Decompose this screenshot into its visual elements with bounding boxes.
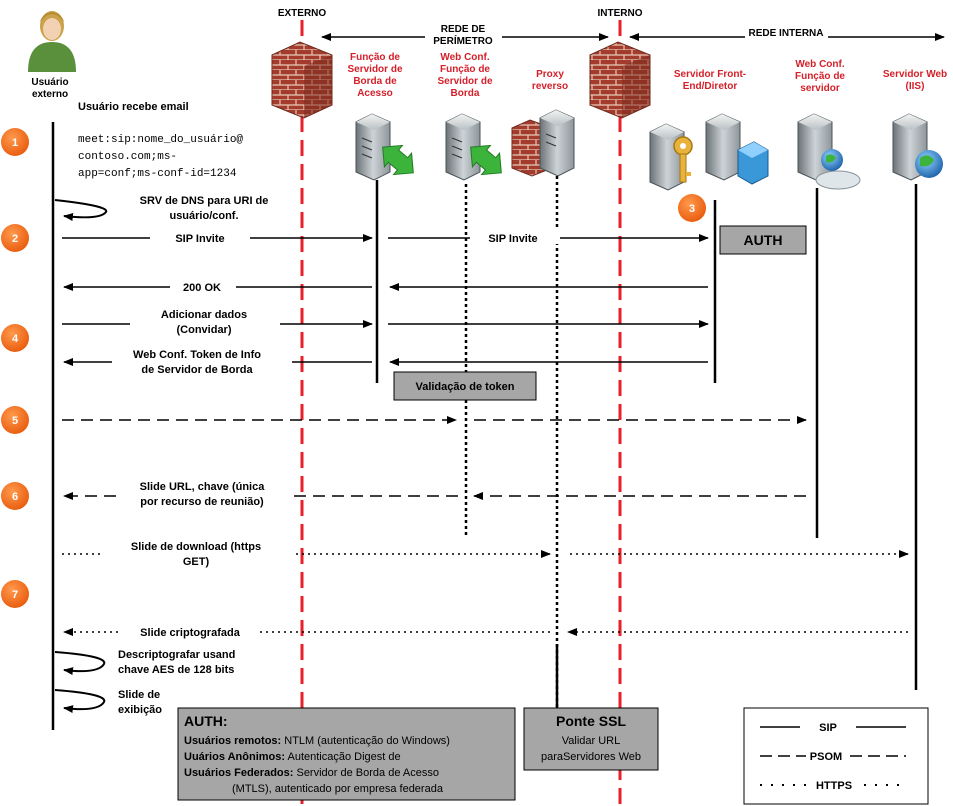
firewall-icon <box>271 41 333 119</box>
auth-note-line: (MTLS), autenticado por empresa federada <box>232 783 444 795</box>
message-200-ok: 200 OK <box>183 282 221 294</box>
actor-label-webconf-server: Web Conf. <box>795 59 844 70</box>
server-icon <box>649 123 685 191</box>
key-icon <box>673 136 693 183</box>
actor-label-webconf-server: Função de <box>795 71 845 82</box>
message-dns: SRV de DNS para URI de <box>140 195 269 207</box>
ssl-note-line: Validar URL <box>562 735 621 747</box>
ssl-note-box <box>523 707 659 771</box>
legend-https: HTTPS <box>816 780 852 792</box>
zone-label-rede-interna: REDE INTERNA <box>748 28 823 39</box>
step-number: 2 <box>12 233 18 245</box>
user-label: externo <box>32 89 68 100</box>
message-sip-invite: SIP Invite <box>488 233 537 245</box>
actor-label-webserver: Servidor Web <box>883 69 947 80</box>
self-loop-arrow <box>54 689 106 714</box>
step-badge <box>1 580 29 608</box>
meeting-uri-line: contoso.com;ms- <box>78 151 177 163</box>
step-number: 5 <box>12 415 18 427</box>
actor-label-edge-webconf: Borda <box>451 88 480 99</box>
database-icon <box>737 141 769 185</box>
zone-label-perimetro-2: PERÍMETRO <box>433 34 493 47</box>
step-badge <box>678 194 706 222</box>
actor-label-edge-access: Função de <box>350 52 400 63</box>
auth-note-line: Uuários Anônimos: Autenticação Digest de <box>184 751 401 763</box>
server-icon <box>445 113 481 181</box>
actor-label-frontend: End/Diretor <box>683 81 738 92</box>
server-icon <box>705 113 741 181</box>
step-number: 3 <box>689 203 695 215</box>
step-badge <box>1 128 29 156</box>
auth-note-line: Usuários remotos: NTLM (autenticação do … <box>184 735 450 747</box>
step-badge <box>1 324 29 352</box>
message-sip-invite: SIP Invite <box>175 233 224 245</box>
message-token: Web Conf. Token de Info <box>133 349 261 361</box>
self-loop-arrow <box>54 199 108 221</box>
token-validation-box <box>393 371 537 401</box>
token-validation-label: Validação de token <box>415 381 514 393</box>
step-number: 1 <box>12 137 18 149</box>
auth-note-line: Usuários Federados: Servidor de Borda de… <box>184 767 439 779</box>
message-download: Slide de download (https <box>131 541 261 553</box>
meeting-uri-line: meet:sip:nome_do_usuário@ <box>78 134 243 146</box>
actor-label-edge-webconf: Servidor de <box>437 76 492 87</box>
message-download: GET) <box>183 556 210 568</box>
auth-note-box <box>177 707 516 801</box>
firewall-icon <box>589 41 651 119</box>
message-encrypted: Slide criptografada <box>140 627 241 639</box>
message-add-data: Adicionar dados <box>161 309 247 321</box>
message-email-title: Usuário recebe email <box>78 101 189 113</box>
server-icon <box>355 113 391 181</box>
actor-label-edge-access: Servidor de <box>347 64 402 75</box>
message-token: de Servidor de Borda <box>141 364 253 376</box>
step-number: 6 <box>12 491 18 503</box>
zone-label-perimetro-1: REDE DE <box>441 24 486 35</box>
step-badge <box>1 482 29 510</box>
actor-label-edge-webconf: Função de <box>440 64 490 75</box>
step-badge <box>1 406 29 434</box>
bidirectional-arrow-icon <box>470 144 502 176</box>
auth-box-label: AUTH <box>744 232 783 248</box>
auth-box <box>719 225 807 255</box>
ssl-note-title: Ponte SSL <box>556 713 626 729</box>
step-badge <box>1 224 29 252</box>
zone-label-interno: INTERNO <box>598 8 643 19</box>
message-dns: usuário/conf. <box>169 210 238 222</box>
self-loop-arrow <box>54 651 106 676</box>
globe-icon <box>915 150 943 178</box>
user-label: Usuário <box>31 77 68 88</box>
meeting-uri-line: app=conf;ms-conf-id=1234 <box>78 168 237 180</box>
step-number: 4 <box>12 333 19 345</box>
user-avatar-icon <box>28 11 76 72</box>
legend-sip: SIP <box>819 722 837 734</box>
actor-label-proxy: Proxy <box>536 69 564 80</box>
message-display: Slide de <box>118 689 160 701</box>
bidirectional-arrow-icon <box>382 144 414 176</box>
message-slide-url: por recurso de reunião) <box>140 496 264 508</box>
zone-label-externo: EXTERNO <box>278 8 327 19</box>
actor-label-edge-webconf: Web Conf. <box>440 52 489 63</box>
ssl-note-line: paraServidores Web <box>541 751 641 763</box>
server-icon <box>539 109 575 177</box>
message-decrypt: chave AES de 128 bits <box>118 664 234 676</box>
actor-label-frontend: Servidor Front- <box>674 69 746 80</box>
step-number: 7 <box>12 589 18 601</box>
actor-label-edge-access: Acesso <box>357 88 393 99</box>
globe-icon <box>815 149 861 190</box>
server-icon <box>797 113 833 181</box>
message-display: exibição <box>118 704 162 716</box>
auth-note-title: AUTH: <box>184 713 228 729</box>
actor-label-edge-access: Borda de <box>353 76 397 87</box>
actor-label-webconf-server: servidor <box>800 83 840 94</box>
legend-psom: PSOM <box>810 751 842 763</box>
actor-label-webserver: (IIS) <box>906 81 925 92</box>
message-slide-url: Slide URL, chave (única <box>140 481 266 493</box>
actor-label-proxy: reverso <box>532 81 568 92</box>
message-decrypt: Descriptografar usand <box>118 649 235 661</box>
message-add-data: (Convidar) <box>177 324 232 336</box>
